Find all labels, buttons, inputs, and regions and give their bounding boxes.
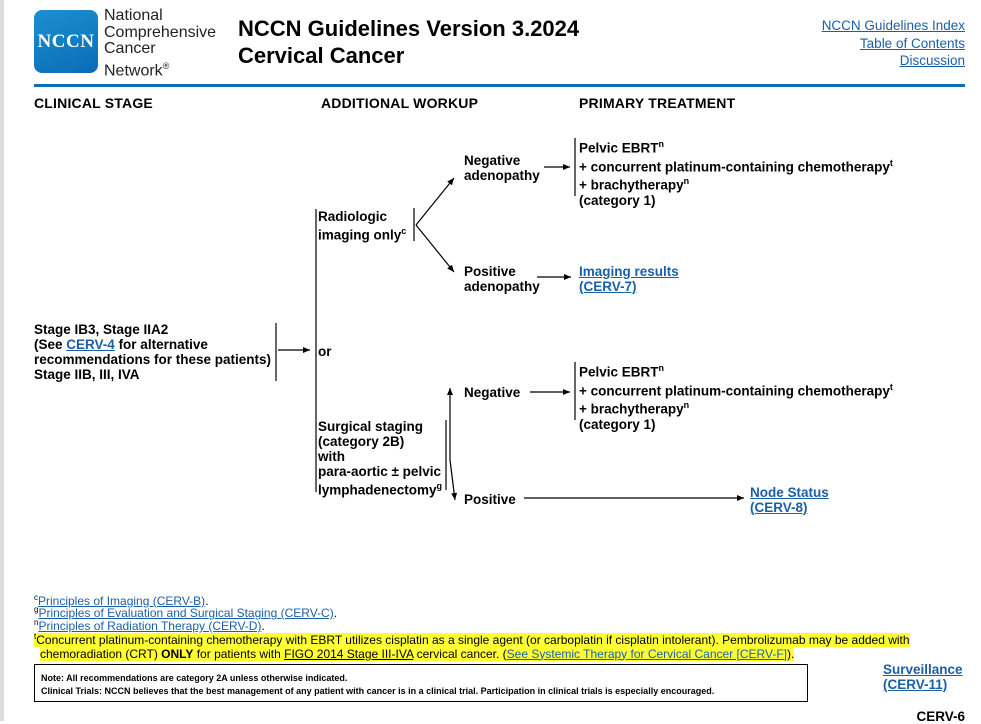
t2-brachy: + brachytherapy — [579, 401, 684, 417]
radiologic-line2: imaging only — [318, 227, 402, 243]
nccn-logo: NCCN — [34, 10, 98, 73]
stage-box: Stage IB3, Stage IIA2 (See CERV-4 for al… — [34, 322, 271, 382]
note-line2: Clinical Trials: NCCN believes that the … — [41, 686, 715, 696]
footnote-ref-n: n — [683, 400, 690, 410]
negative-adenopathy-node: Negative adenopathy — [464, 153, 540, 183]
t1-category: (category 1) — [579, 192, 656, 208]
figo-stage-link[interactable]: FIGO 2014 Stage III-IVA — [284, 646, 414, 661]
page-id: CERV-6 — [916, 709, 965, 724]
logo-abbrev: NCCN — [37, 30, 95, 52]
footnote-t-line2-after: cervical cancer. ( — [413, 646, 507, 661]
stage-line3: recommendations for these patients) — [34, 352, 272, 367]
treatment-box-2: Pelvic EBRTn + concurrent platinum-conta… — [579, 361, 893, 432]
surveillance-line1[interactable]: Surveillance — [883, 662, 963, 677]
node-status-line2[interactable]: (CERV-8) — [750, 500, 808, 515]
note-box: Note: All recommendations are category 2… — [34, 664, 808, 702]
org-line1: National — [104, 7, 163, 24]
principles-imaging-link[interactable]: Principles of Imaging (CERV-B) — [38, 594, 206, 608]
negative-node: Negative — [464, 385, 521, 400]
footnote-ref-n: n — [658, 363, 665, 373]
arrow-to-positive — [449, 459, 458, 501]
t2-ebrt: Pelvic EBRT — [579, 364, 659, 380]
surgical-line4: para-aortic ± pelvic — [318, 464, 441, 479]
treatment-box-1: Pelvic EBRTn + concurrent platinum-conta… — [579, 137, 893, 208]
footnote-mark-n: n — [34, 618, 39, 627]
footnote-mark-g: g — [34, 605, 39, 614]
org-name: National Comprehensive Cancer Network® — [104, 7, 217, 79]
page-edge — [0, 0, 4, 721]
footnote-ref-t: t — [889, 157, 893, 168]
systemic-therapy-link[interactable]: See Systemic Therapy for Cervical Cancer… — [506, 646, 787, 661]
arrow-to-pos-adeno — [415, 224, 455, 273]
surgical-line1: Surgical staging — [318, 419, 424, 434]
footnote-t-line2-end: ). — [787, 646, 795, 661]
stage-line2-pre: (See — [34, 337, 67, 352]
surveillance-link[interactable]: Surveillance (CERV-11) — [883, 662, 963, 692]
surgical-line2: (category 2B) — [318, 434, 405, 449]
neg-adeno-line1: Negative — [464, 153, 521, 168]
col-header-stage: CLINICAL STAGE — [34, 95, 153, 111]
radiologic-imaging-node: Radiologic imaging onlyc — [318, 209, 406, 243]
col-header-workup: ADDITIONAL WORKUP — [321, 95, 479, 111]
surgical-staging-node: Surgical staging (category 2B) with para… — [318, 419, 442, 498]
node-status-link[interactable]: Node Status (CERV-8) — [750, 485, 829, 515]
pos-adeno-line2: adenopathy — [464, 279, 540, 294]
header-divider — [34, 84, 965, 87]
or-label: or — [318, 344, 332, 359]
table-of-contents-link[interactable]: Table of Contents — [859, 35, 965, 51]
surveillance-line2[interactable]: (CERV-11) — [883, 677, 948, 692]
org-line3: Cancer — [104, 40, 156, 57]
principles-radiation-link[interactable]: Principles of Radiation Therapy (CERV-D) — [38, 619, 262, 633]
footnote-g: gPrinciples of Evaluation and Surgical S… — [34, 605, 338, 620]
t2-chemo: + concurrent platinum-containing chemoth… — [579, 383, 890, 398]
footnote-c: cPrinciples of Imaging (CERV-B). — [34, 593, 209, 608]
guidelines-index-link[interactable]: NCCN Guidelines Index — [821, 18, 965, 33]
pos-adeno-line1: Positive — [464, 264, 516, 279]
footnote-t-line2-mid: for patients with — [193, 646, 285, 661]
page-title: NCCN Guidelines Version 3.2024 Cervical … — [238, 15, 579, 69]
footnote-t-line2-pre: chemoradiation (CRT) — [40, 646, 162, 661]
imaging-results-line1[interactable]: Imaging results — [579, 264, 679, 279]
imaging-results-line2[interactable]: (CERV-7) — [579, 279, 637, 294]
surgical-line5: lymphadenectomy — [318, 482, 437, 498]
cerv-4-link[interactable]: CERV-4 — [66, 337, 115, 352]
footnote-ref-t: t — [889, 381, 893, 392]
footnote-n: nPrinciples of Radiation Therapy (CERV-D… — [34, 618, 265, 633]
imaging-results-link[interactable]: Imaging results (CERV-7) — [579, 264, 679, 294]
neg-adeno-line2: adenopathy — [464, 168, 540, 183]
stage-line2-post: for alternative — [114, 337, 208, 352]
footnote-t-line1: Concurrent platinum-containing chemother… — [36, 633, 910, 647]
arrow-to-neg-adeno — [415, 177, 455, 226]
stage-line1: Stage IB3, Stage IIA2 — [34, 322, 169, 337]
positive-node: Positive — [464, 492, 516, 507]
surgical-line3: with — [318, 449, 345, 464]
footnote-ref-n: n — [658, 139, 665, 149]
footnote-mark-c: c — [34, 593, 38, 602]
registered-mark: ® — [162, 60, 170, 71]
t2-category: (category 1) — [579, 416, 656, 432]
top-links: NCCN Guidelines Index Table of Contents … — [822, 17, 965, 70]
footnote-mark-t: t — [34, 632, 37, 641]
radiologic-line1: Radiologic — [318, 209, 388, 224]
node-status-line1[interactable]: Node Status — [750, 485, 829, 500]
footnote-ref-n: n — [683, 176, 690, 186]
footnote-t: tConcurrent platinum-containing chemothe… — [34, 630, 954, 661]
col-header-treatment: PRIMARY TREATMENT — [579, 95, 736, 111]
org-line2: Comprehensive — [104, 23, 217, 41]
t1-brachy: + brachytherapy — [579, 177, 684, 193]
t1-chemo: + concurrent platinum-containing chemoth… — [579, 159, 890, 174]
discussion-link[interactable]: Discussion — [899, 53, 965, 68]
footnote-t-only: ONLY — [161, 646, 194, 661]
stage-line4: Stage IIB, III, IVA — [34, 367, 140, 382]
footnote-ref-g: g — [436, 481, 443, 491]
t1-ebrt: Pelvic EBRT — [579, 140, 659, 156]
title-version: NCCN Guidelines Version 3.2024 — [238, 16, 580, 41]
note-line1: Note: All recommendations are category 2… — [41, 673, 348, 683]
positive-adenopathy-node: Positive adenopathy — [464, 264, 540, 294]
principles-staging-link[interactable]: Principles of Evaluation and Surgical St… — [38, 606, 334, 620]
org-line4: Network — [104, 61, 163, 79]
title-cancer: Cervical Cancer — [238, 43, 405, 68]
footnote-ref-c: c — [401, 226, 407, 236]
